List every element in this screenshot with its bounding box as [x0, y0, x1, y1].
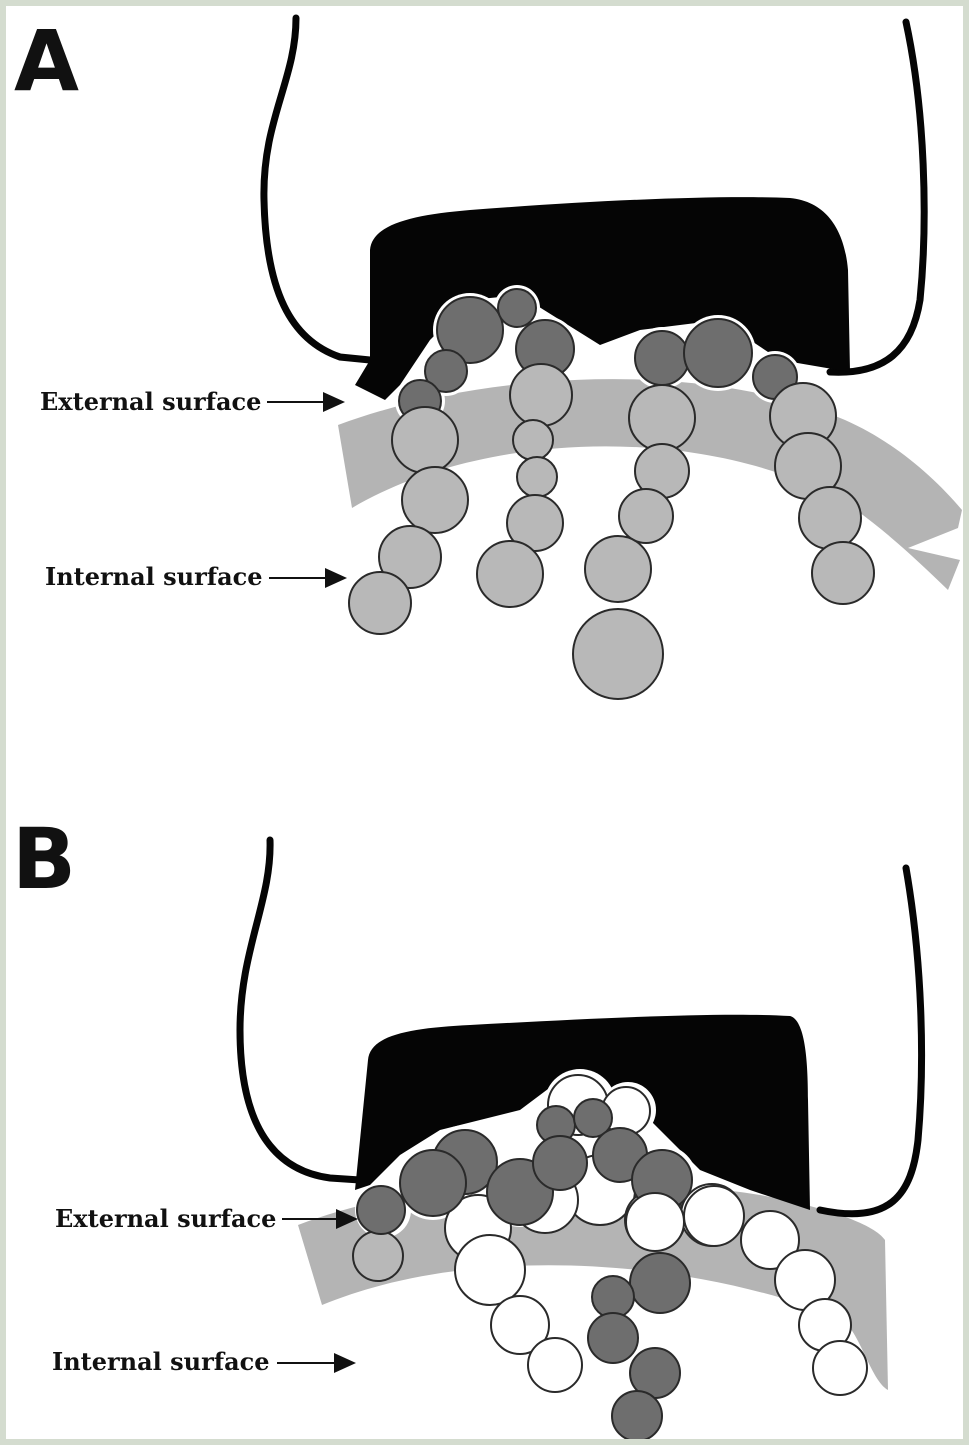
circle-white	[684, 1186, 744, 1246]
circle-light	[812, 542, 874, 604]
circle-light	[799, 487, 861, 549]
circle-white	[626, 1193, 684, 1251]
panel-a-letter: A	[14, 12, 79, 110]
circle-dark	[630, 1253, 690, 1313]
panel-b-external-label: External surface	[55, 1204, 276, 1233]
circle-light	[349, 572, 411, 634]
circle-light	[477, 541, 543, 607]
panel-a-external-label: External surface	[40, 387, 261, 416]
circle-white	[813, 1341, 867, 1395]
panel-a-external-arrow	[267, 392, 345, 412]
circle-dark	[592, 1276, 634, 1318]
panel-b: B	[12, 810, 922, 1439]
circle-dark	[400, 1150, 466, 1216]
circle-light	[510, 364, 572, 426]
circle-light	[619, 489, 673, 543]
circle-dark	[684, 319, 752, 387]
circle-light	[573, 609, 663, 699]
panel-b-letter: B	[12, 810, 76, 908]
circle-light	[517, 457, 557, 497]
circle-dark	[612, 1391, 662, 1439]
circle-light	[402, 467, 468, 533]
panel-b-internal-label: Internal surface	[52, 1347, 270, 1376]
panel-b-internal-arrow	[277, 1353, 356, 1373]
circle-dark	[533, 1136, 587, 1190]
circle-dark	[357, 1186, 405, 1234]
figure-frame: A	[6, 6, 963, 1439]
circle-light	[629, 385, 695, 451]
panel-a-internal-label: Internal surface	[45, 562, 263, 591]
circle-dark	[498, 289, 536, 327]
circle-white	[528, 1338, 582, 1392]
circle-dark	[588, 1313, 638, 1363]
circle-light	[392, 407, 458, 473]
panel-a-internal-arrow	[269, 568, 347, 588]
diagram-canvas: A	[6, 6, 963, 1439]
circle-white	[455, 1235, 525, 1305]
panel-a: A	[14, 12, 962, 699]
circle-light	[585, 536, 651, 602]
circle-light	[513, 420, 553, 460]
circle-light	[353, 1231, 403, 1281]
circle-dark	[635, 331, 689, 385]
